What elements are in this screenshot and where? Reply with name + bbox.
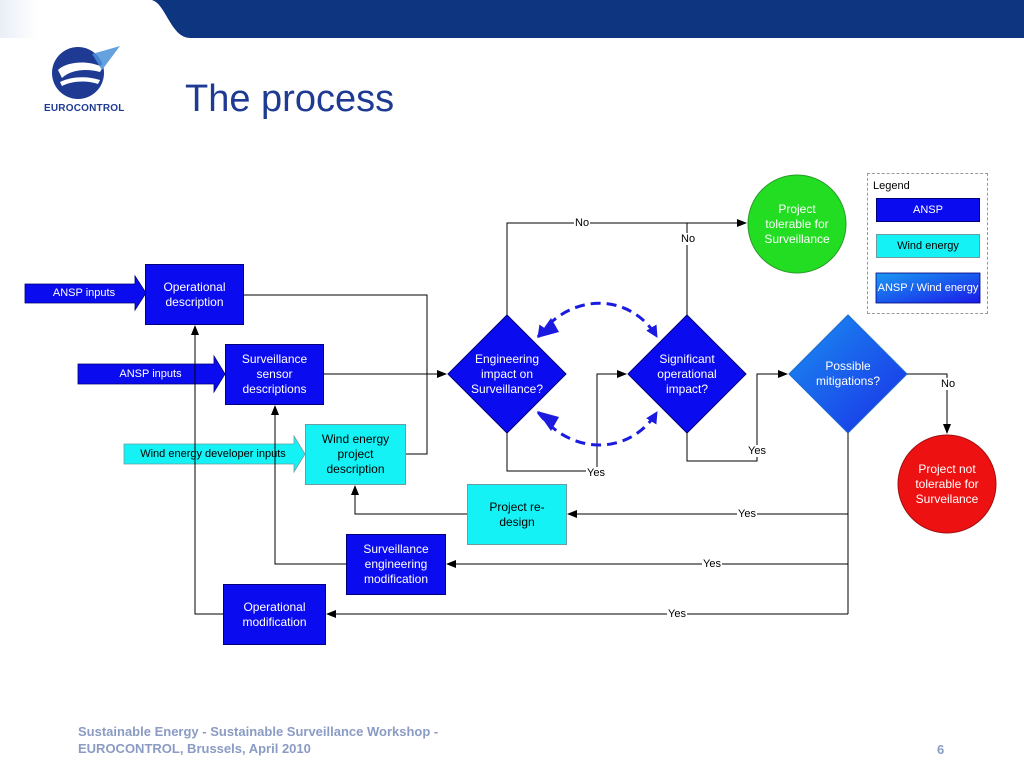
legend-ansp: ANSP xyxy=(876,198,980,222)
surveillance-engineering-modification-box: Surveillance engineering modification xyxy=(346,534,446,595)
project-not-tolerable-label: Project not tolerable for Surveilance xyxy=(915,461,979,506)
ansp-inputs-label-2: ANSP inputs xyxy=(119,367,182,380)
footer-line-1: Sustainable Energy - Sustainable Surveil… xyxy=(78,724,439,739)
legend-both: ANSP / Wind energy xyxy=(877,281,979,294)
possible-mitigations-label: Possible mitigations? xyxy=(815,359,881,388)
wind-inputs-arrow xyxy=(123,434,306,474)
legend-box xyxy=(867,173,988,314)
legend-title: Legend xyxy=(873,180,910,192)
edge-label-yes-significant: Yes xyxy=(747,445,767,457)
eurocontrol-logo xyxy=(52,46,120,99)
header-banner xyxy=(0,0,1024,38)
project-tolerable-label: Project tolerable for Surveillance xyxy=(764,201,830,246)
wind-inputs-label: Wind energy developer inputs xyxy=(140,447,286,460)
edge-label-no-mitigation: No xyxy=(940,378,957,390)
slide-title: The process xyxy=(185,78,395,120)
legend-wind: Wind energy xyxy=(876,234,980,258)
edge-label-yes-surveillance-mod: Yes xyxy=(702,558,722,570)
operational-modification-box: Operational modification xyxy=(223,584,326,645)
edge-label-yes-operational-mod: Yes xyxy=(667,608,687,620)
page-number: 6 xyxy=(937,742,945,757)
legend-both-swatch xyxy=(875,272,981,304)
edge-label-yes-redesign: Yes xyxy=(737,508,757,520)
project-redesign-box: Project re-design xyxy=(467,484,567,545)
edge-label-no-significant: No xyxy=(680,233,697,245)
footer: Sustainable Energy - Sustainable Surveil… xyxy=(78,723,438,757)
project-not-tolerable-circle xyxy=(897,434,997,534)
significant-impact-label: Significant operational impact? xyxy=(657,351,717,396)
ansp-inputs-arrow-2 xyxy=(77,354,226,394)
operational-description-box: Operational description xyxy=(145,264,244,325)
engineering-impact-label: Engineering impact on Surveillance? xyxy=(470,351,544,396)
surveillance-sensor-box: Surveillance sensor descriptions xyxy=(225,344,324,405)
logo-text: EUROCONTROL xyxy=(44,103,125,114)
edge-label-no-top: No xyxy=(574,217,591,229)
ansp-inputs-label-1: ANSP inputs xyxy=(52,287,116,299)
wind-project-box: Wind energy project description xyxy=(305,424,406,485)
edge-label-yes-engineering: Yes xyxy=(586,467,606,479)
project-tolerable-circle xyxy=(747,174,847,274)
footer-line-2: EUROCONTROL, Brussels, April 2010 xyxy=(78,741,311,756)
ansp-inputs-arrow-1 xyxy=(24,274,147,312)
